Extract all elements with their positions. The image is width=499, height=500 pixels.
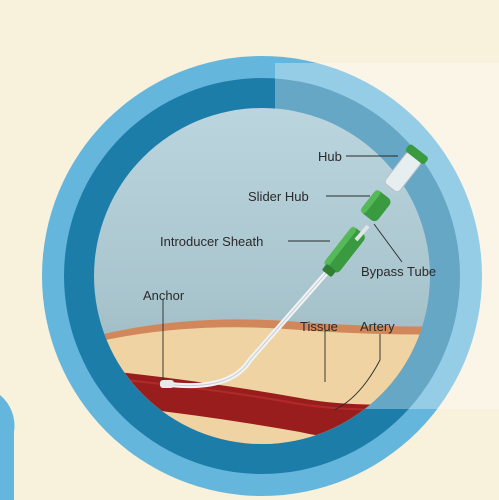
label-tissue: Tissue (300, 319, 338, 334)
bypass-tube (354, 224, 370, 242)
label-bypass-tube: Bypass Tube (361, 264, 437, 279)
label-introducer-sheath: Introducer Sheath (160, 234, 264, 249)
leader-lines (162, 155, 403, 411)
anchor-tip (160, 380, 174, 388)
artery-leader (333, 334, 381, 411)
decorative-arc (0, 395, 15, 500)
device (160, 144, 428, 389)
bypass-tube-leader (373, 223, 403, 263)
slider-hub-body (360, 190, 391, 222)
label-slider-hub: Slider Hub (248, 189, 309, 204)
label-artery: Artery (360, 319, 395, 334)
label-anchor: Anchor (143, 288, 185, 303)
hub-body (384, 144, 428, 193)
label-hub: Hub (318, 149, 342, 164)
